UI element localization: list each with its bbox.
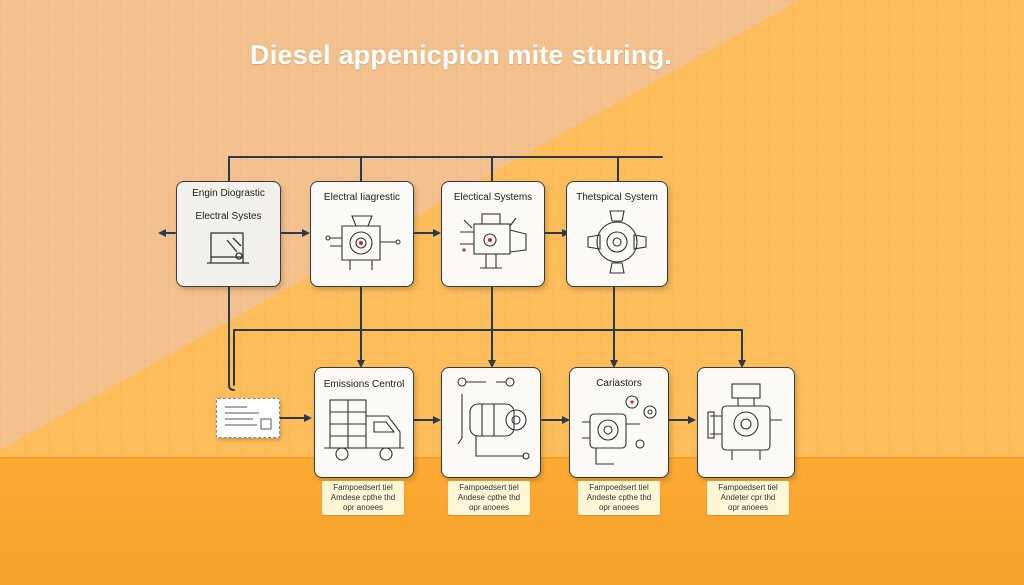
page-title: Diesel appenicpion mite sturing. bbox=[250, 40, 672, 70]
node-sublabel: Electral Systes bbox=[195, 211, 262, 222]
node-engine-diagnostic[interactable]: Engin Diograstic Electral Systes bbox=[176, 181, 281, 287]
turbo-gear-icon bbox=[587, 210, 647, 274]
node-filter-module[interactable] bbox=[441, 367, 541, 478]
node-label: Electical Systems bbox=[453, 192, 533, 203]
node-emissions-control[interactable]: Emissions Centrol bbox=[314, 367, 414, 478]
node-cariastors[interactable]: Cariastors bbox=[569, 367, 669, 478]
node-label: Cariastors bbox=[596, 378, 642, 389]
caption-note: Fampoedsert tiel Andeter cpr thd opr ano… bbox=[707, 481, 789, 515]
node-control-unit[interactable] bbox=[697, 367, 795, 478]
caption-note: Fampoedsert tiel Andeste cpthe thd opr a… bbox=[578, 481, 660, 515]
node-electrical-systems[interactable]: Electical Systems bbox=[441, 181, 545, 287]
laptop-icon bbox=[207, 232, 249, 264]
node-label: Emissions Centrol bbox=[323, 379, 405, 390]
caption-note: Fampoedsert tiel Andese cpthe thd opr an… bbox=[448, 481, 530, 515]
truck-icon bbox=[324, 399, 404, 461]
engine-module-icon bbox=[325, 215, 401, 270]
node-electrical-diagnostic[interactable]: Electral Iiagrestic bbox=[310, 181, 414, 287]
control-unit-icon bbox=[707, 383, 782, 460]
node-label: Thetspical System bbox=[576, 192, 658, 203]
caption-note: Fampoedsert tiel Amdese cpthe thd opr an… bbox=[322, 481, 404, 515]
filter-canister-icon bbox=[457, 377, 530, 460]
document-icon bbox=[225, 406, 272, 430]
fuel-pump-icon bbox=[460, 213, 527, 269]
gear-assembly-icon bbox=[582, 395, 657, 465]
node-label: Engin Diograstic bbox=[192, 188, 265, 199]
node-thetspical-system[interactable]: Thetspical System bbox=[566, 181, 668, 287]
node-label: Electral Iiagrestic bbox=[323, 192, 401, 203]
receipt-card bbox=[216, 398, 280, 438]
